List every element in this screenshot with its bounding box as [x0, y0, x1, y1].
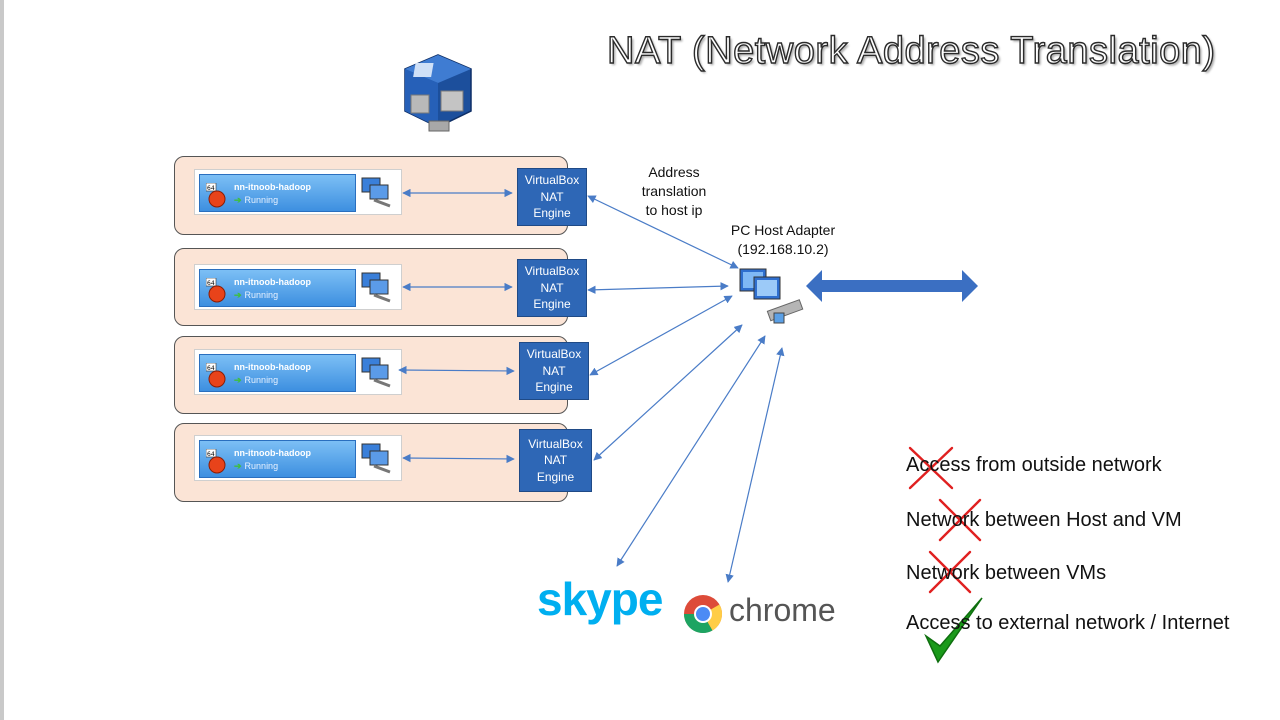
vm-card[interactable]: 64 nn-itnoob-hadoop ➔Running: [194, 264, 402, 310]
nat-engine-line: NAT: [543, 453, 568, 468]
vm-status-text: Running: [244, 461, 279, 471]
nat-host-arrow: [587, 195, 739, 269]
nat-engine-box: VirtualBox NAT Engine: [519, 342, 589, 400]
network-pc-icon: [361, 272, 391, 303]
nat-engine-line: NAT: [542, 363, 566, 378]
running-arrow-icon: ➔: [234, 290, 242, 300]
vm-name: nn-itnoob-hadoop: [234, 362, 311, 372]
os-icon: 64: [206, 183, 226, 208]
network-pc-icon: [361, 443, 391, 474]
network-pc-icon: [361, 357, 391, 388]
vm-status-text: Running: [244, 290, 279, 300]
chrome-logo-icon: [683, 595, 723, 634]
vm-selection: 64 nn-itnoob-hadoop ➔Running: [199, 354, 356, 392]
chrome-host-arrow: [725, 347, 785, 583]
host-adapter-icon: [739, 268, 804, 324]
vm-card[interactable]: 64 nn-itnoob-hadoop ➔Running: [194, 435, 402, 481]
vm-selection: 64 nn-itnoob-hadoop ➔Running: [199, 269, 356, 307]
skype-logo: skype: [537, 573, 663, 625]
running-arrow-icon: ➔: [234, 375, 242, 385]
vm-name: nn-itnoob-hadoop: [234, 277, 311, 287]
vm-row: 64 nn-itnoob-hadoop ➔Running: [174, 248, 568, 326]
running-arrow-icon: ➔: [234, 195, 242, 205]
vm-card[interactable]: 64 nn-itnoob-hadoop ➔Running: [194, 169, 402, 215]
os-icon: 64: [206, 363, 226, 388]
nat-engine-line: VirtualBox: [524, 173, 580, 188]
slide-title: NAT (Network Address Translation): [606, 29, 1216, 72]
nat-engine-line: NAT: [540, 189, 564, 204]
nat-engine-line: Engine: [535, 380, 573, 395]
nat-engine-line: VirtualBox: [528, 436, 583, 451]
svg-text:64: 64: [207, 365, 215, 372]
nat-engine-box: VirtualBox NAT Engine: [517, 168, 587, 226]
nat-engine-box: VirtualBox NAT Engine: [519, 429, 592, 492]
nat-engine-line: Engine: [536, 469, 575, 484]
nat-host-arrow: [589, 295, 733, 376]
vm-status: ➔Running: [234, 290, 278, 301]
running-arrow-icon: ➔: [234, 461, 242, 471]
cross-marks: [908, 446, 982, 594]
feature-host-vm: Network between Host and VM: [906, 509, 1182, 531]
vm-name: nn-itnoob-hadoop: [234, 448, 311, 458]
host-adapter-label: PC Host Adapter (192.168.10.2): [730, 222, 836, 257]
vm-nat-arrow: [402, 453, 515, 464]
check-mark-icon: [924, 597, 983, 664]
skype-host-arrow: [616, 335, 766, 567]
os-icon: 64: [206, 449, 226, 474]
nat-engine-line: NAT: [540, 280, 564, 295]
nat-engine-line: Engine: [533, 206, 571, 221]
svg-text:64: 64: [207, 185, 215, 192]
network-pc-icon: [361, 177, 391, 208]
vm-status-text: Running: [244, 375, 279, 385]
vm-nat-arrow: [398, 365, 515, 376]
svg-text:64: 64: [207, 280, 215, 287]
nat-engine-line: Engine: [533, 297, 571, 312]
nat-engine-line: VirtualBox: [524, 264, 580, 279]
nat-host-arrow: [587, 282, 729, 294]
vm-selection: 64 nn-itnoob-hadoop ➔Running: [199, 440, 356, 478]
vm-status: ➔Running: [234, 375, 278, 386]
chrome-logo-text: chrome: [729, 592, 836, 628]
left-border: [0, 0, 4, 720]
vm-name: nn-itnoob-hadoop: [234, 182, 311, 192]
nat-host-arrow: [593, 324, 743, 461]
svg-text:64: 64: [207, 451, 215, 458]
feature-outside-access: Access from outside network: [906, 454, 1162, 476]
feature-internet: Access to external network / Internet: [906, 612, 1230, 634]
feature-between-vms: Network between VMs: [906, 562, 1107, 584]
vm-status-text: Running: [244, 195, 279, 205]
vm-selection: 64 nn-itnoob-hadoop ➔Running: [199, 174, 356, 212]
vm-status: ➔Running: [234, 461, 278, 472]
os-icon: 64: [206, 278, 226, 303]
vm-status: ➔Running: [234, 195, 278, 206]
vm-card[interactable]: 64 nn-itnoob-hadoop ➔Running: [194, 349, 402, 395]
external-double-arrow: [806, 270, 978, 302]
nat-engine-line: VirtualBox: [526, 347, 582, 362]
nat-engine-box: VirtualBox NAT Engine: [517, 259, 587, 317]
